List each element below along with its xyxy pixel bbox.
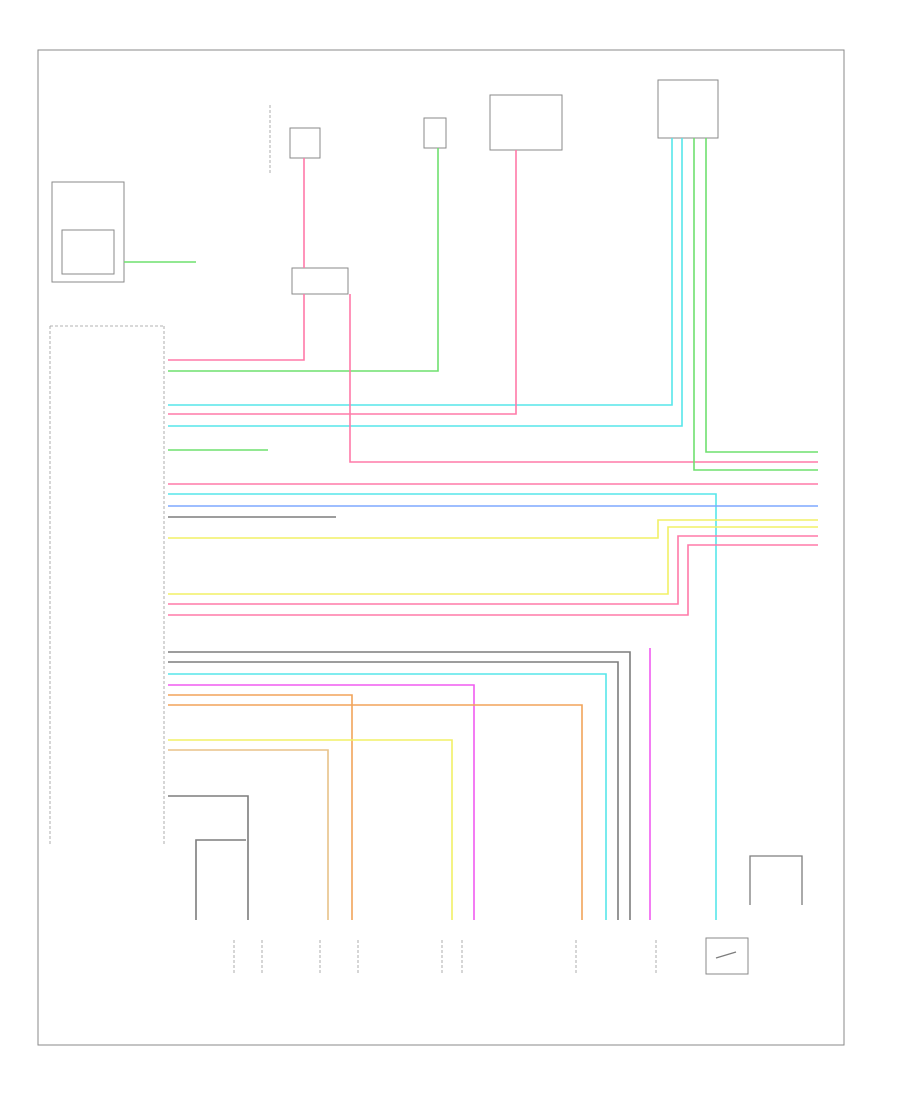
wire-orange (168, 704, 583, 920)
wheel-speed-sensor-lr (441, 940, 463, 975)
splice-pack (291, 267, 349, 295)
diagram-frame (37, 49, 845, 1046)
wire-cyan (168, 138, 673, 406)
wire-pink (349, 294, 818, 463)
steering-angle-sensor-connector (423, 117, 447, 149)
wire-pink (168, 544, 818, 616)
wire-gray (195, 839, 246, 920)
wire-gray (168, 651, 631, 920)
wire-pink (168, 535, 818, 605)
instrument-cluster-module (51, 181, 125, 283)
stoplamp-switch (489, 94, 563, 151)
yaw-rate-sensor (657, 79, 719, 139)
wire-tan (168, 749, 329, 920)
wire-gray (168, 661, 619, 920)
wire-yellow (168, 519, 818, 539)
brake-fluid-level-switch (705, 937, 749, 975)
wire-pink (168, 294, 305, 361)
wheel-speed-sensor-lf (233, 940, 263, 975)
wire-green (693, 138, 818, 471)
wire-cyan (168, 493, 717, 920)
wire-orange (168, 694, 353, 920)
ground-point (749, 855, 803, 905)
wire-yellow (168, 739, 453, 920)
wire-green (168, 148, 439, 372)
wire-gray (168, 795, 249, 920)
ignition-switch-top (269, 105, 321, 175)
wire-green (705, 138, 818, 453)
wire-yellow (168, 526, 818, 595)
wheel-speed-sensor-rf (319, 940, 359, 975)
wire-layer (124, 138, 818, 920)
wire-magenta (168, 684, 475, 920)
wire-cyan (168, 673, 607, 920)
wire-pink (168, 150, 517, 415)
wire-cyan (168, 138, 683, 427)
wheel-speed-sensor-rr (575, 940, 657, 975)
ebcm-module (49, 325, 165, 846)
